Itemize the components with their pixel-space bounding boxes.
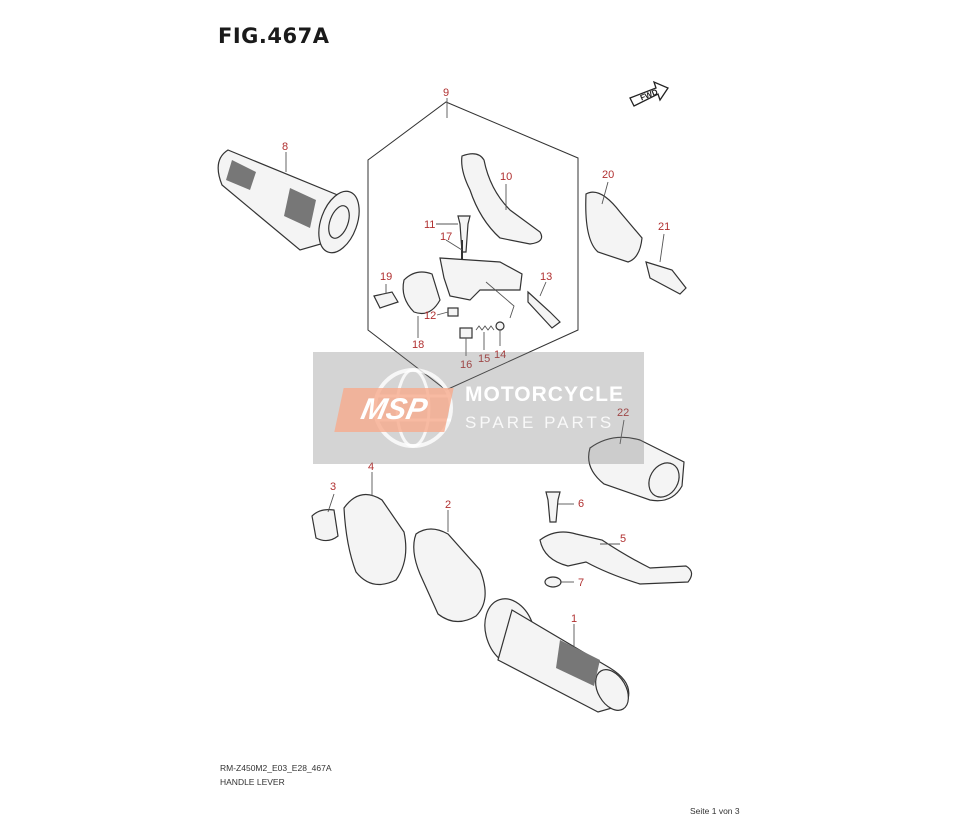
callout-19: 19 [380, 271, 392, 283]
callout-20: 20 [602, 169, 614, 181]
part-10-lever[interactable] [461, 153, 543, 245]
part-13-adjuster[interactable] [527, 290, 561, 329]
fwd-arrow-icon: FWD [629, 80, 669, 107]
callout-17: 17 [440, 231, 452, 243]
part-14-ring[interactable] [495, 321, 505, 331]
callout-2: 2 [445, 499, 451, 511]
model-code: RM-Z450M2_E03_E28_467A [220, 763, 332, 773]
part-6-bolt[interactable] [545, 491, 561, 523]
part-21-adjuster[interactable] [645, 261, 687, 295]
watermark-logo: MSP [334, 388, 454, 432]
callout-4: 4 [368, 461, 374, 473]
callout-7: 7 [578, 577, 584, 589]
callout-16: 16 [460, 359, 472, 371]
fwd-label: FWD [639, 87, 659, 102]
callout-13: 13 [540, 271, 552, 283]
part-18-clamp[interactable] [402, 271, 441, 315]
part-12-nut[interactable] [447, 307, 459, 317]
callout-8: 8 [282, 141, 288, 153]
part-7-nut[interactable] [544, 576, 562, 588]
part-3-collar[interactable] [311, 509, 339, 542]
part-22-opening [648, 462, 680, 498]
leader-lines [285, 98, 665, 646]
watermark-line1: MOTORCYCLE [465, 383, 624, 406]
page-indicator: Seite 1 von 3 [690, 806, 740, 816]
part-2-pulley[interactable] [413, 528, 486, 623]
assembly-9-outline [367, 101, 579, 391]
callout-21: 21 [658, 221, 670, 233]
callout-1: 1 [571, 613, 577, 625]
callout-22: 22 [617, 407, 629, 419]
part-19-bolt[interactable] [373, 291, 399, 309]
callout-14: 14 [494, 349, 506, 361]
callout-18: 18 [412, 339, 424, 351]
callout-10: 10 [500, 171, 512, 183]
part-5-brake-lever[interactable] [539, 531, 693, 585]
callout-3: 3 [330, 481, 336, 493]
callout-5: 5 [620, 533, 626, 545]
watermark: MSP MOTORCYCLE SPARE PARTS [313, 352, 644, 464]
callout-11: 11 [424, 219, 435, 231]
part-20-cover[interactable] [585, 191, 643, 263]
part-15-spring[interactable] [475, 325, 495, 331]
part-8-grip-left[interactable] [217, 149, 367, 258]
callout-9: 9 [443, 87, 449, 99]
callout-6: 6 [578, 498, 584, 510]
part-4-throttle-housing[interactable] [343, 493, 407, 586]
callout-15: 15 [478, 353, 490, 365]
part-1-grip-right[interactable] [477, 592, 635, 716]
part-11-bolt[interactable] [457, 215, 471, 253]
figure-title: FIG.467A [218, 24, 330, 48]
callout-12: 12 [424, 310, 436, 322]
section-name: HANDLE LEVER [220, 777, 285, 787]
part-16-spacer[interactable] [459, 327, 473, 339]
part-bracket[interactable] [439, 257, 523, 301]
watermark-line2: SPARE PARTS [465, 413, 615, 432]
